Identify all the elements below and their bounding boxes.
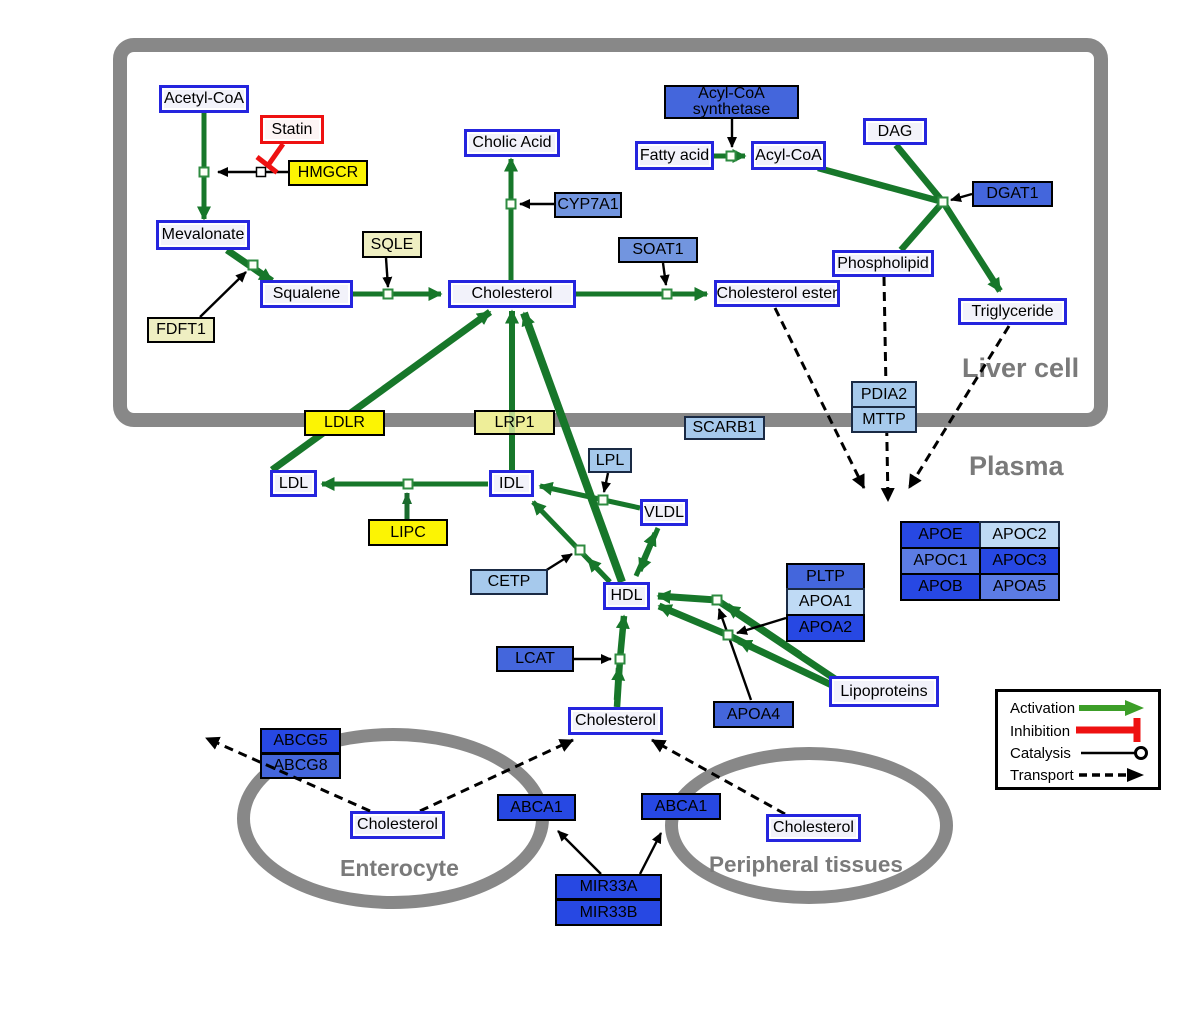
svg-text:Inhibition: Inhibition (1010, 723, 1070, 740)
svg-text:Catalysis: Catalysis (1010, 745, 1071, 762)
svg-text:Transport: Transport (1010, 767, 1074, 784)
svg-text:Activation: Activation (1010, 700, 1075, 717)
